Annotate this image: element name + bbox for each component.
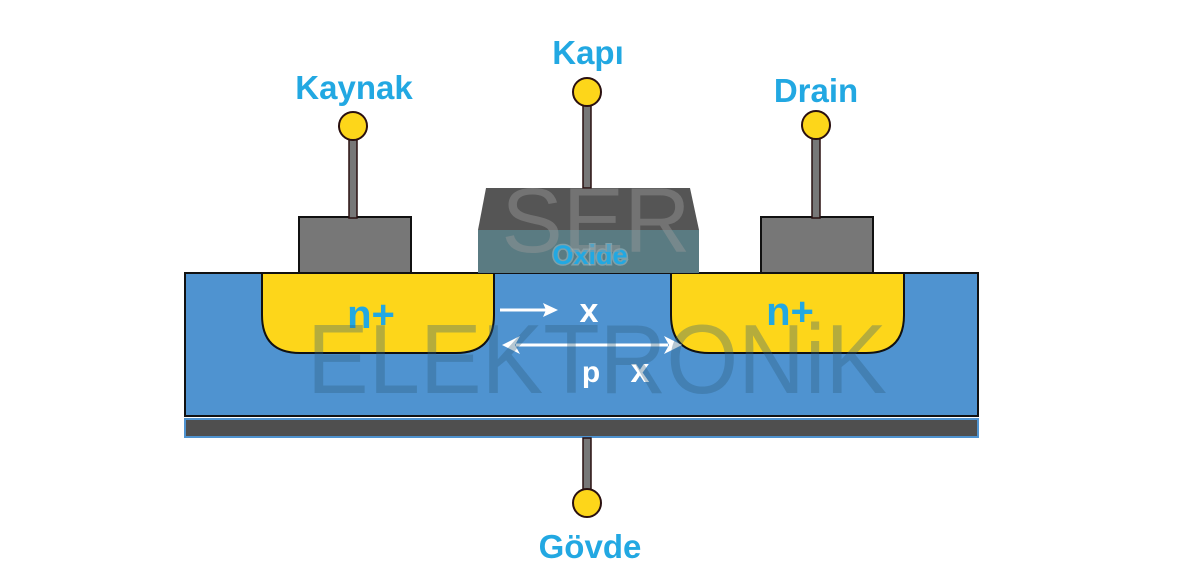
oxide-label: Oxide [552,240,627,270]
source-lead [348,137,358,219]
watermark-line2: ELEKTRONiK [307,304,887,414]
gate-terminal[interactable] [572,77,602,107]
watermark-line1: SER [501,170,690,272]
electron-flow-arrow [500,303,558,317]
upper-x-marker: x [580,292,599,330]
body-terminal[interactable] [572,488,602,518]
body-plate [184,418,979,438]
drain-lead [811,137,821,219]
drain-label: Drain [774,72,858,109]
drain-n-plus-label: n+ [766,290,814,334]
lower-x-marker: x [631,352,650,390]
drain-n-plus-region [670,272,905,354]
gate-label: Kapı [552,34,624,71]
source-n-plus-region [261,272,495,354]
channel-double-arrow [502,336,682,354]
gate-metal [478,188,699,230]
drain-contact [760,216,874,274]
source-contact [298,216,412,274]
p-substrate-label: p [582,356,600,389]
source-n-plus-label: n+ [347,293,395,337]
source-label: Kaynak [295,69,413,106]
source-terminal[interactable] [338,111,368,141]
gate-oxide [478,230,699,273]
body-label: Gövde [539,528,642,565]
drain-terminal[interactable] [801,110,831,140]
